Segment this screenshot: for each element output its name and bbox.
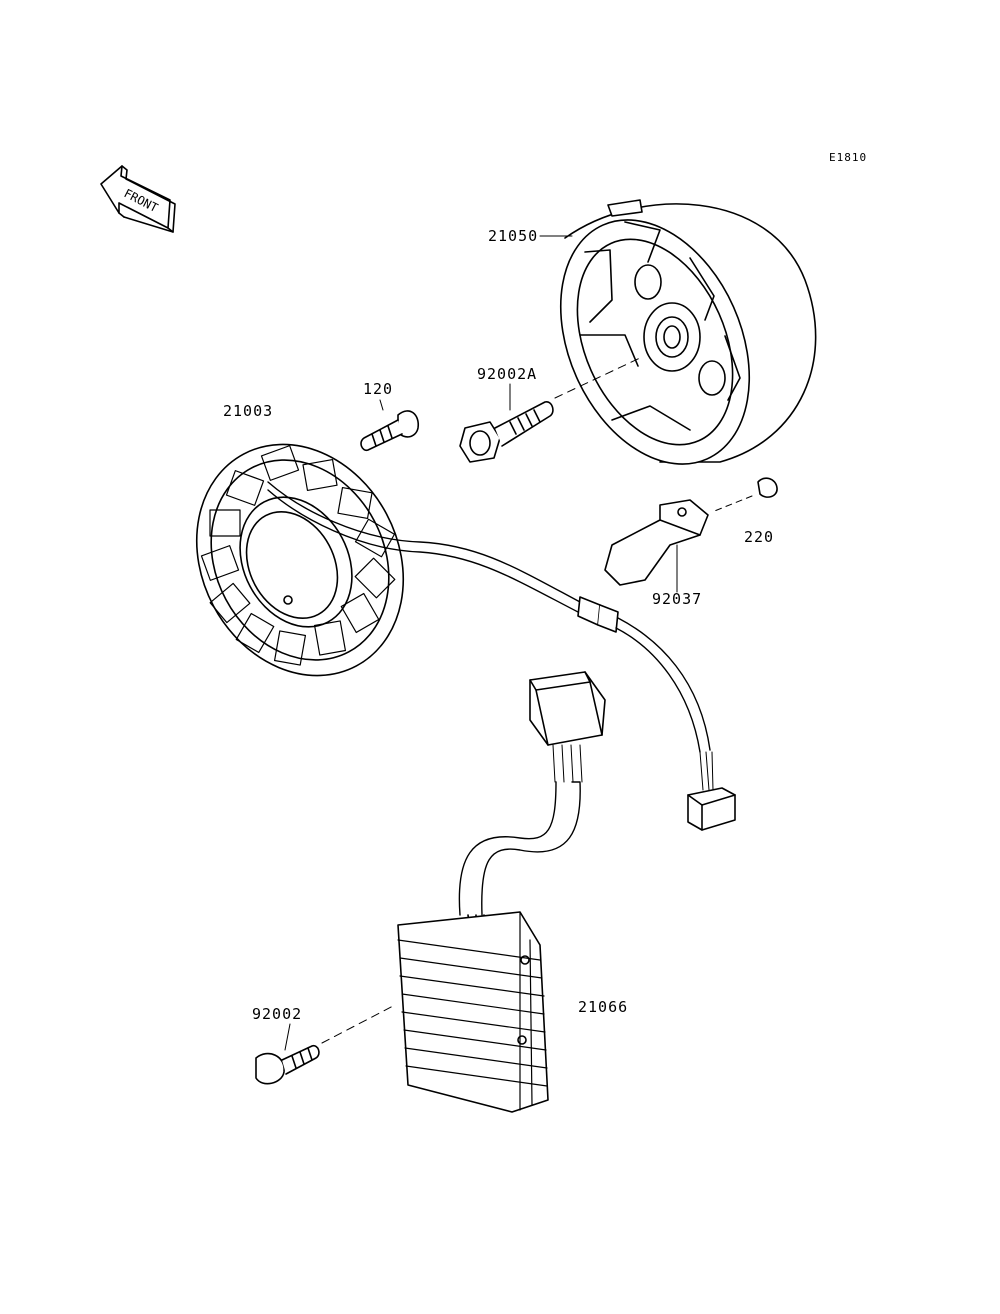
part-label-bracket-screw: 220 xyxy=(744,528,775,546)
front-arrow-icon: FRONT xyxy=(100,165,176,233)
regulator-bolt xyxy=(255,1004,396,1085)
part-label-flywheel: 21050 xyxy=(488,227,539,245)
stator-wire-harness xyxy=(267,481,736,831)
regulator-wire xyxy=(458,671,606,946)
diagram-code: E1810 xyxy=(829,151,868,164)
stator-coil xyxy=(195,443,405,677)
flywheel-rotor xyxy=(559,199,817,465)
bracket-screw xyxy=(711,477,778,513)
part-label-regulator: 21066 xyxy=(578,998,629,1016)
part-label-stator-bolt: 120 xyxy=(363,380,394,398)
flywheel-bolt xyxy=(459,357,641,463)
stator-bolt xyxy=(360,410,420,452)
regulator-rectifier xyxy=(397,911,549,1113)
part-label-regulator-bolt: 92002 xyxy=(252,1005,303,1023)
leader-lines xyxy=(284,235,678,1051)
part-label-bracket: 92037 xyxy=(652,590,703,608)
part-label-flywheel-bolt: 92002A xyxy=(477,365,538,383)
wire-bracket xyxy=(604,499,709,586)
part-label-stator: 21003 xyxy=(223,402,274,420)
